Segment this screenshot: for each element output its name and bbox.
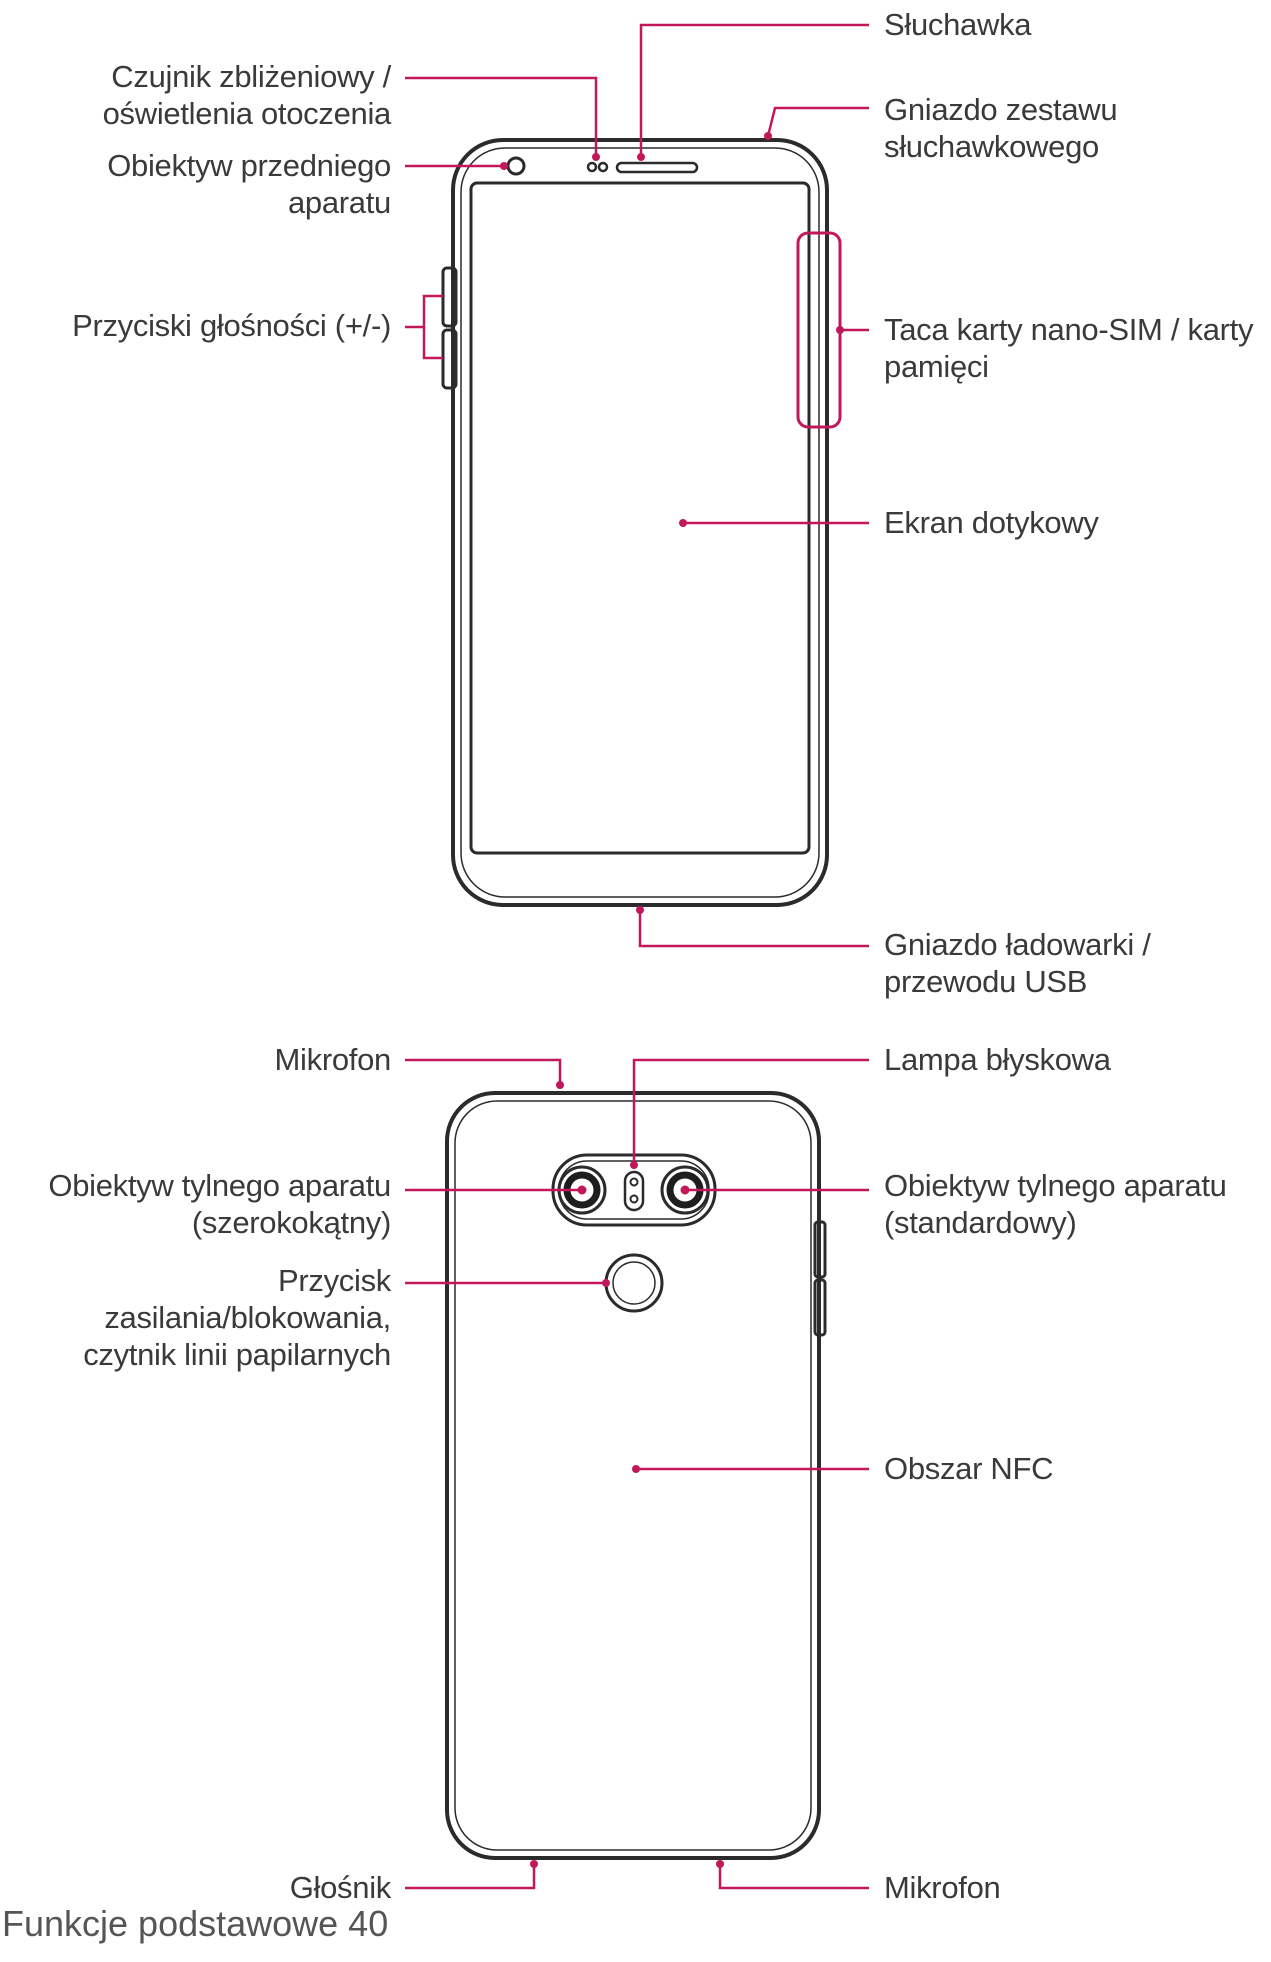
label-headset-jack-line-1: Gniazdo zestawu [884, 92, 1118, 127]
leader-speaker [405, 1864, 536, 1890]
label-power-button-line-1: Przycisk [278, 1263, 391, 1298]
label-rear-camera-standard: Obiektyw tylnego aparatu (standardowy) [884, 1167, 1227, 1241]
phone-back [445, 1091, 827, 1860]
label-touch-screen-line-1: Ekran dotykowy [884, 505, 1099, 540]
label-front-camera-line-1: Obiektyw przedniego [107, 148, 391, 183]
leader-earpiece [639, 23, 869, 155]
fingerprint-power-button [604, 1253, 664, 1313]
label-nfc-area: Obszar NFC [884, 1450, 1054, 1487]
label-sim-tray-line-1: Taca karty nano-SIM / karty [884, 312, 1254, 347]
label-rear-camera-standard-line-2: (standardowy) [884, 1205, 1077, 1240]
label-sim-tray-line-2: pamięci [884, 349, 989, 384]
leader-lines [405, 23, 869, 1890]
leader-charger-port [638, 910, 869, 948]
label-volume-buttons: Przyciski głośności (+/-) [72, 307, 391, 344]
page-footer: Funkcje podstawowe 40 [2, 1903, 389, 1944]
label-charger-port-line-2: przewodu USB [884, 964, 1088, 999]
label-earpiece-line-1: Słuchawka [884, 7, 1032, 42]
label-microphone-top-line-1: Mikrofon [274, 1042, 392, 1077]
label-proximity-sensor-line-1: Czujnik zbliżeniowy / [111, 59, 391, 94]
label-microphone-bottom-line-1: Mikrofon [884, 1870, 1001, 1905]
light-sensor [597, 161, 609, 173]
label-charger-port-line-1: Gniazdo ładowarki / [884, 927, 1151, 962]
label-power-button-line-3: czytnik linii papilarnych [83, 1337, 391, 1372]
label-proximity-sensor: Czujnik zbliżeniowy / oświetlenia otocze… [102, 58, 392, 132]
phone-back-body [445, 1091, 821, 1860]
phone-back-body-inner [454, 1100, 812, 1851]
label-speaker: Głośnik [289, 1869, 392, 1906]
leader-flash [632, 1058, 869, 1165]
earpiece-slot [615, 161, 699, 174]
leader-microphone-top [405, 1058, 562, 1085]
label-front-camera: Obiektyw przedniego aparatu [107, 147, 391, 221]
label-headset-jack: Gniazdo zestawu słuchawkowego [884, 91, 1118, 165]
flash-lamp [623, 1170, 645, 1212]
leader-proximity-sensor [405, 76, 598, 155]
label-microphone-top: Mikrofon [274, 1041, 392, 1078]
proximity-sensor [586, 161, 598, 173]
leader-dots [500, 132, 844, 1868]
touch-screen [469, 181, 811, 855]
leader-microphone-bottom [718, 1864, 869, 1890]
label-front-camera-line-2: aparatu [287, 185, 391, 220]
label-charger-port: Gniazdo ładowarki / przewodu USB [884, 926, 1151, 1000]
front-camera-lens [506, 156, 526, 176]
label-proximity-sensor-line-2: oświetlenia otoczenia [102, 96, 392, 131]
label-power-button-line-2: zasilania/blokowania, [104, 1300, 391, 1335]
leader-headset-jack [766, 106, 869, 137]
label-microphone-bottom: Mikrofon [884, 1869, 1001, 1906]
label-earpiece: Słuchawka [884, 6, 1032, 43]
label-rear-camera-wide: Obiektyw tylnego aparatu (szerokokątny) [48, 1167, 391, 1241]
label-power-button: Przycisk zasilania/blokowania, czytnik l… [83, 1262, 391, 1373]
label-speaker-line-1: Głośnik [289, 1870, 392, 1905]
label-headset-jack-line-2: słuchawkowego [884, 129, 1099, 164]
label-flash-line-1: Lampa błyskowa [884, 1042, 1111, 1077]
label-rear-camera-standard-line-1: Obiektyw tylnego aparatu [884, 1168, 1227, 1203]
label-volume-buttons-line-1: Przyciski głośności (+/-) [72, 308, 391, 343]
label-touch-screen: Ekran dotykowy [884, 504, 1099, 541]
label-sim-tray: Taca karty nano-SIM / karty pamięci [884, 311, 1254, 385]
label-rear-camera-wide-line-1: Obiektyw tylnego aparatu [48, 1168, 391, 1203]
label-flash: Lampa błyskowa [884, 1041, 1111, 1078]
label-rear-camera-wide-line-2: (szerokokątny) [191, 1205, 391, 1240]
label-nfc-area-line-1: Obszar NFC [884, 1451, 1054, 1486]
